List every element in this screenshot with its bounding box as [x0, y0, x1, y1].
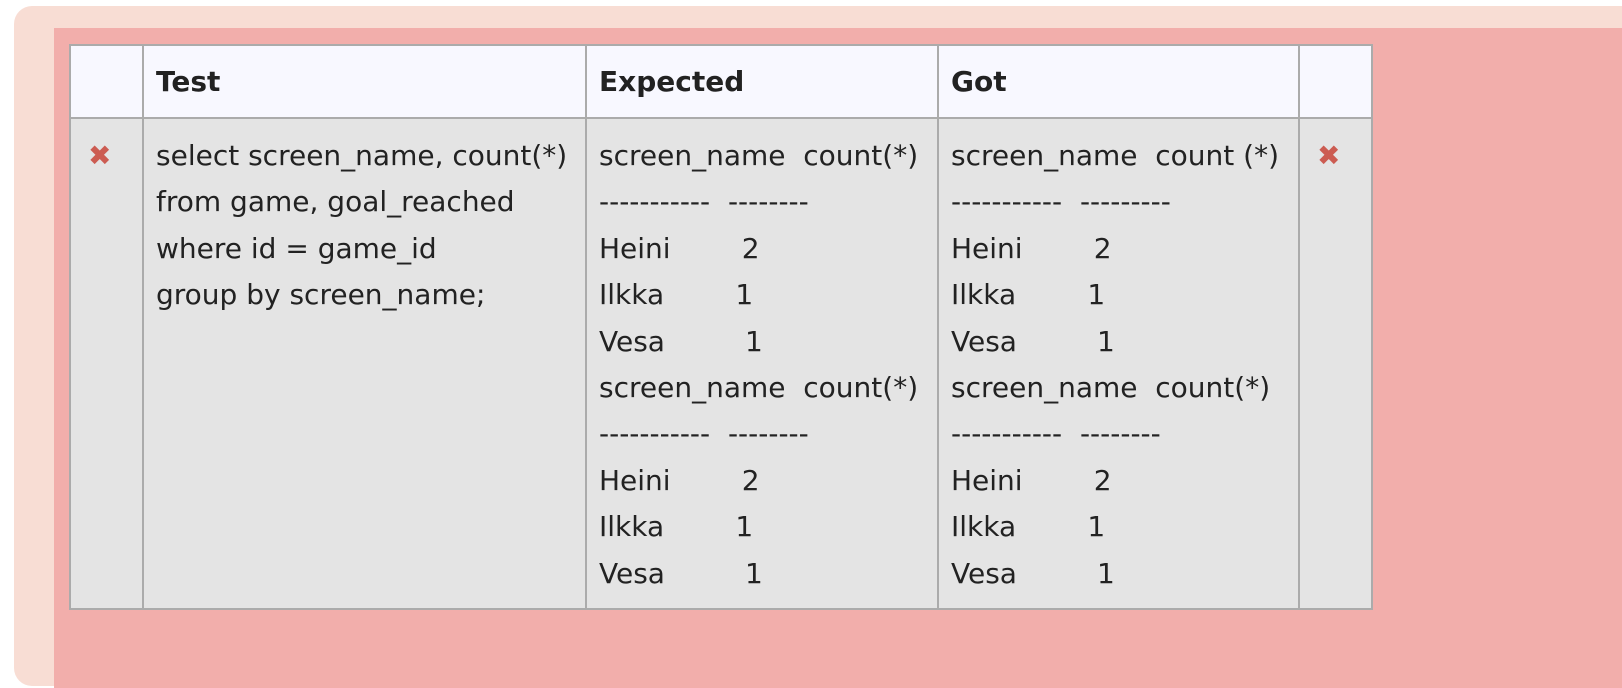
header-icon-column — [69, 44, 144, 119]
got-output-cell: screen_name count (*) ----------- ------… — [937, 117, 1300, 610]
header-expected: Expected — [585, 44, 939, 119]
test-results-table: Test Expected Got ✖ select screen_name, … — [69, 44, 1373, 610]
row-result-cell: ✖ — [1298, 117, 1373, 610]
expected-output-cell: screen_name count(*) ----------- -------… — [585, 117, 939, 610]
header-got: Got — [937, 44, 1300, 119]
test-query-cell: select screen_name, count(*) from game, … — [142, 117, 587, 610]
cross-icon: ✖ — [1317, 139, 1341, 172]
table-header-row: Test Expected Got — [69, 44, 1373, 119]
header-status-column — [1298, 44, 1373, 119]
table-row: ✖ select screen_name, count(*) from game… — [69, 117, 1373, 610]
row-status-cell: ✖ — [69, 117, 144, 610]
cross-icon: ✖ — [88, 139, 112, 172]
header-test: Test — [142, 44, 587, 119]
